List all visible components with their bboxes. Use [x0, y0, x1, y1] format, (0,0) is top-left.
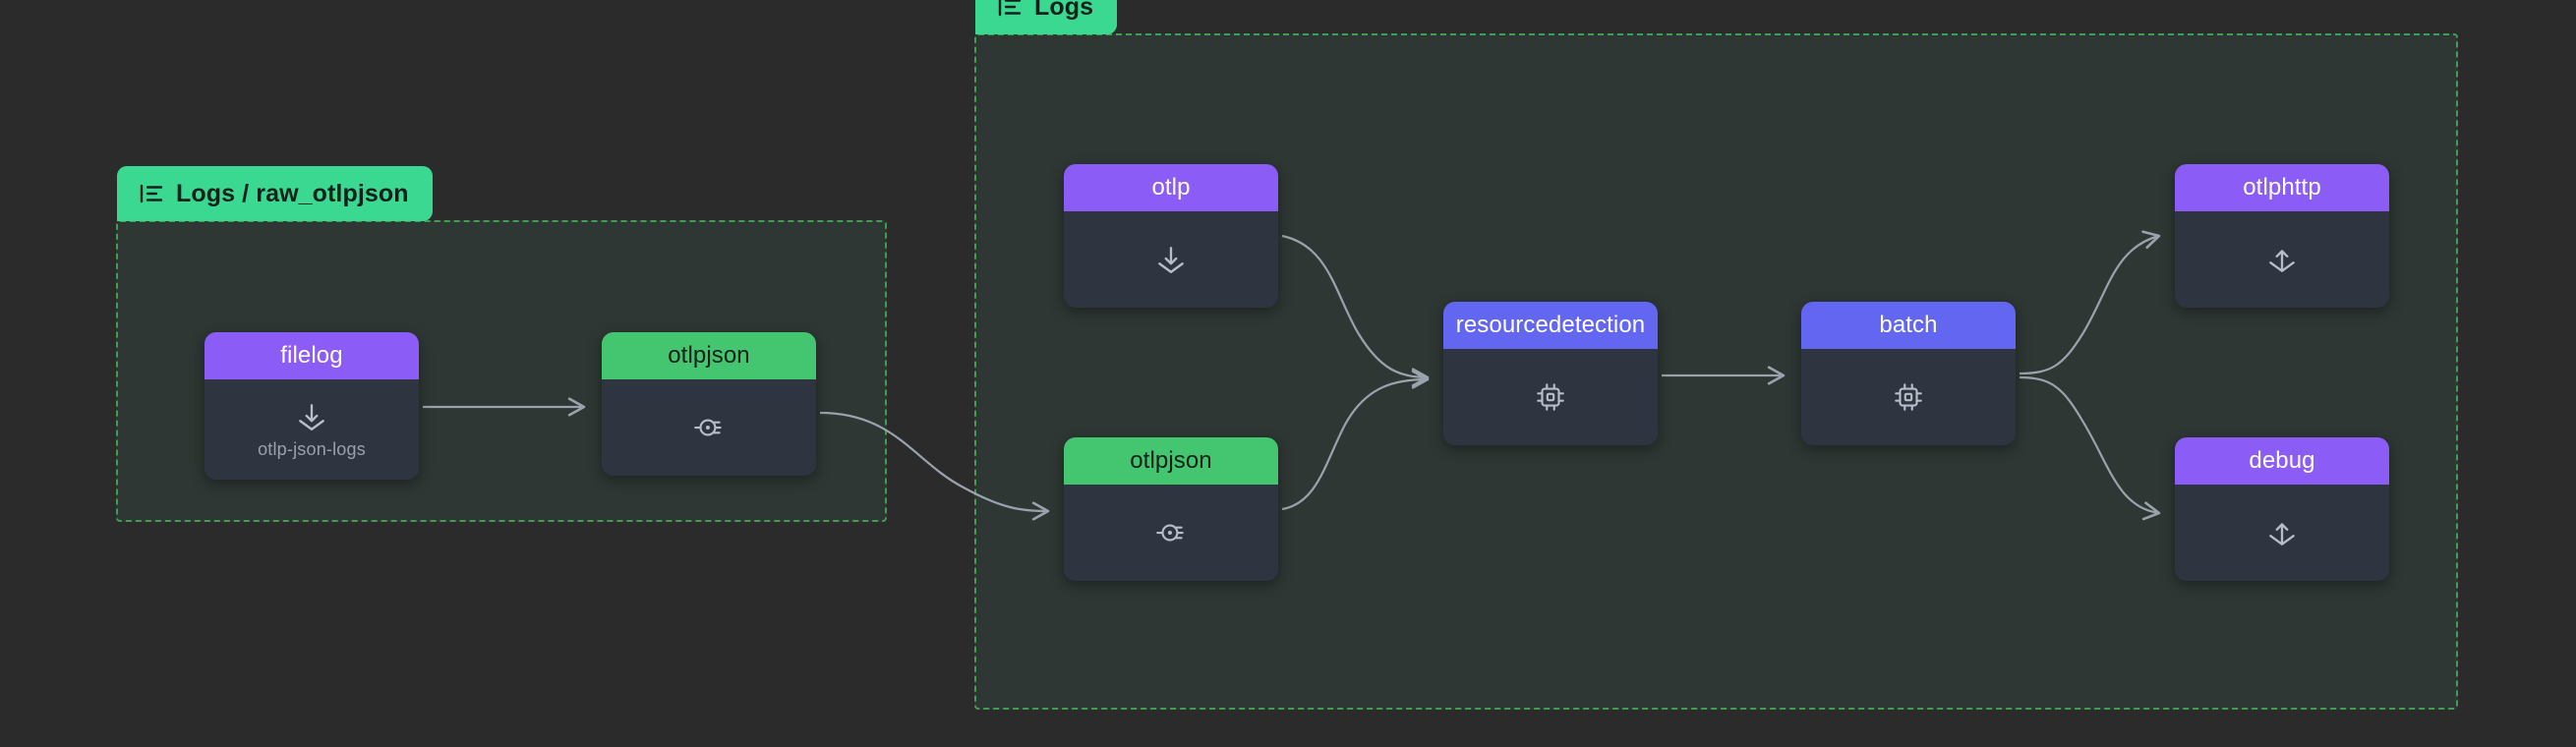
node-otlp-body [1064, 211, 1278, 308]
node-debug[interactable]: debug [2175, 437, 2389, 581]
node-batch[interactable]: batch [1801, 302, 2016, 445]
node-resourcedetection-body [1443, 349, 1658, 445]
node-filelog-subtitle: otlp-json-logs [258, 438, 366, 459]
import-down-icon [1158, 247, 1184, 273]
node-batch-label: batch [1879, 312, 1938, 338]
cpu-chip-icon [1537, 383, 1564, 411]
group-badge-label: Logs / raw_otlpjson [176, 179, 409, 207]
node-otlphttp[interactable]: otlphttp [2175, 164, 2389, 308]
connector-plug-icon [1156, 524, 1184, 542]
logs-icon [140, 184, 163, 203]
cpu-chip-icon [1895, 383, 1922, 411]
node-filelog-header: filelog [205, 332, 419, 379]
node-otlpjson-inner-header: otlpjson [602, 332, 816, 379]
node-batch-header: batch [1801, 302, 2016, 349]
node-filelog-label: filelog [280, 342, 343, 369]
node-otlpjson-outer[interactable]: otlpjson [1064, 437, 1278, 581]
group-badge-label: Logs [1034, 0, 1094, 21]
node-otlpjson-outer-label: otlpjson [1130, 447, 1212, 474]
export-up-icon [2269, 250, 2295, 272]
node-otlp-label: otlp [1151, 174, 1191, 201]
node-otlp-header: otlp [1064, 164, 1278, 211]
node-debug-body [2175, 485, 2389, 581]
node-resourcedetection-header: resourcedetection [1443, 302, 1658, 349]
node-otlphttp-header: otlphttp [2175, 164, 2389, 211]
node-debug-label: debug [2249, 447, 2315, 474]
node-resourcedetection[interactable]: resourcedetection [1443, 302, 1658, 445]
node-otlpjson-outer-body [1064, 485, 1278, 581]
node-otlpjson-inner-body [602, 379, 816, 476]
group-badge-logs[interactable]: Logs [975, 0, 1118, 34]
connector-plug-icon [694, 419, 722, 436]
export-up-icon [2269, 523, 2295, 546]
node-otlphttp-body [2175, 211, 2389, 308]
node-filelog-body: otlp-json-logs [205, 379, 419, 480]
import-down-icon [299, 403, 324, 431]
node-debug-header: debug [2175, 437, 2389, 485]
node-otlpjson-outer-header: otlpjson [1064, 437, 1278, 485]
pipeline-group-logs[interactable]: Logs [974, 0, 2458, 710]
node-otlpjson-inner-label: otlpjson [668, 342, 750, 369]
node-filelog[interactable]: filelog otlp-json-logs [205, 332, 419, 480]
node-resourcedetection-label: resourcedetection [1455, 312, 1646, 338]
logs-icon [998, 0, 1022, 17]
node-otlpjson-inner[interactable]: otlpjson [602, 332, 816, 476]
node-otlp[interactable]: otlp [1064, 164, 1278, 308]
node-batch-body [1801, 349, 2016, 445]
group-badge-raw-otlpjson[interactable]: Logs / raw_otlpjson [117, 166, 433, 221]
node-otlphttp-label: otlphttp [2243, 174, 2321, 201]
